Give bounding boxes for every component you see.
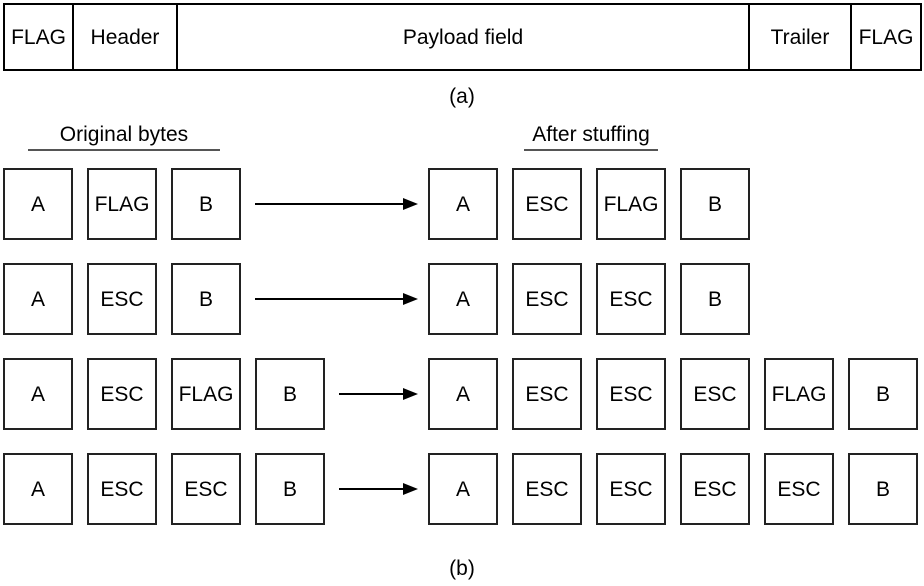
stuffed-byte-box: A <box>428 263 498 335</box>
part-b-caption: (b) <box>449 557 475 580</box>
stuffed-byte-box: B <box>680 263 750 335</box>
transform-arrow-icon <box>339 388 418 400</box>
stuffed-byte-box: ESC <box>680 358 750 430</box>
stuffed-byte-box: ESC <box>596 358 666 430</box>
frame-cell-flag-end: FLAG <box>852 5 920 69</box>
original-byte-box: B <box>255 453 325 525</box>
stuffed-byte-box: FLAG <box>764 358 834 430</box>
stuffed-byte-box: ESC <box>512 168 582 240</box>
original-byte-box: FLAG <box>87 168 157 240</box>
stuffed-byte-box: ESC <box>512 263 582 335</box>
stuffed-byte-box: FLAG <box>596 168 666 240</box>
original-byte-box: A <box>3 263 73 335</box>
stuffed-byte-box: B <box>848 453 918 525</box>
arrow-shaft <box>339 393 404 395</box>
frame-cell-payload: Payload field <box>178 5 750 69</box>
original-byte-box: B <box>171 168 241 240</box>
arrow-shaft <box>255 298 404 300</box>
stuffed-byte-box: ESC <box>512 453 582 525</box>
arrow-shaft <box>255 203 404 205</box>
frame-cell-flag-start: FLAG <box>5 5 74 69</box>
stuffed-byte-box: ESC <box>596 453 666 525</box>
stuffed-byte-box: A <box>428 453 498 525</box>
arrow-head <box>403 198 418 210</box>
stuffed-byte-box: A <box>428 168 498 240</box>
stuffed-byte-box: A <box>428 358 498 430</box>
original-byte-box: B <box>255 358 325 430</box>
original-byte-box: ESC <box>87 358 157 430</box>
original-byte-box: B <box>171 263 241 335</box>
frame-cell-header: Header <box>74 5 178 69</box>
original-byte-box: ESC <box>87 453 157 525</box>
arrow-shaft <box>339 488 404 490</box>
column-heading-after-stuffing: After stuffing <box>524 124 658 151</box>
column-heading-after-stuffing-label: After stuffing <box>532 123 650 146</box>
stuffed-byte-box: B <box>680 168 750 240</box>
original-byte-box: ESC <box>87 263 157 335</box>
frame-format-diagram: FLAG Header Payload field Trailer FLAG <box>3 3 922 71</box>
stuffed-byte-box: ESC <box>596 263 666 335</box>
original-byte-box: FLAG <box>171 358 241 430</box>
original-byte-box: ESC <box>171 453 241 525</box>
transform-arrow-icon <box>339 483 418 495</box>
part-a-caption: (a) <box>449 85 475 108</box>
original-byte-box: A <box>3 358 73 430</box>
stuffed-byte-box: ESC <box>512 358 582 430</box>
column-heading-original-bytes-label: Original bytes <box>59 123 189 146</box>
column-heading-original-bytes-underline <box>28 149 220 151</box>
arrow-head <box>403 483 418 495</box>
column-heading-after-stuffing-underline <box>524 149 658 151</box>
transform-arrow-icon <box>255 293 418 305</box>
original-byte-box: A <box>3 168 73 240</box>
column-heading-original-bytes: Original bytes <box>28 124 220 151</box>
stuffed-byte-box: B <box>848 358 918 430</box>
arrow-head <box>403 388 418 400</box>
stuffed-byte-box: ESC <box>764 453 834 525</box>
transform-arrow-icon <box>255 198 418 210</box>
arrow-head <box>403 293 418 305</box>
frame-cell-trailer: Trailer <box>750 5 852 69</box>
stuffed-byte-box: ESC <box>680 453 750 525</box>
original-byte-box: A <box>3 453 73 525</box>
